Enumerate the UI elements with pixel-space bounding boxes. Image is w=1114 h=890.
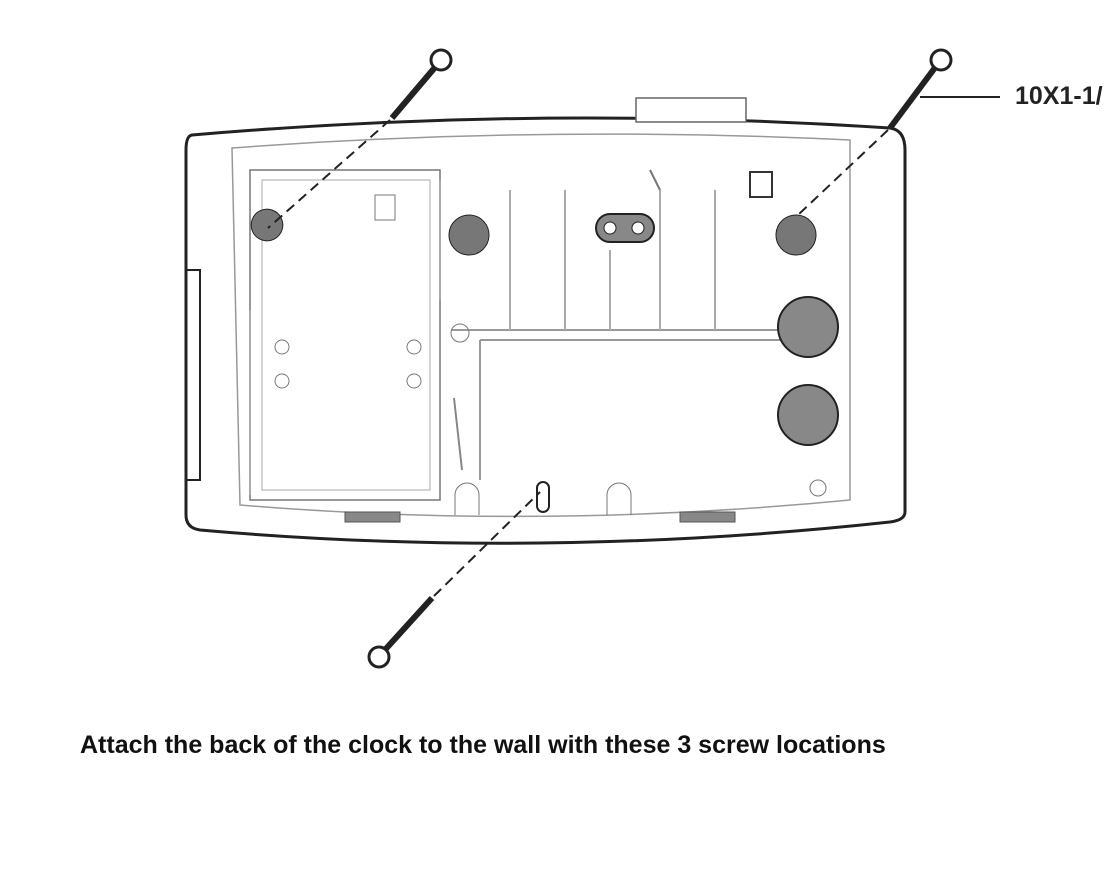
screw-top-right [797,48,1000,216]
keyhole-slot-left [250,208,284,242]
keyhole-slot-right [775,214,817,256]
keyhole-slot-center [448,214,490,256]
screw-top-left [267,48,453,229]
screw-bottom [367,491,541,669]
instruction-caption: Attach the back of the clock to the wall… [80,731,886,759]
screw-size-label: 10X1-1/ [1015,82,1103,110]
clock-back-plate [184,97,907,545]
